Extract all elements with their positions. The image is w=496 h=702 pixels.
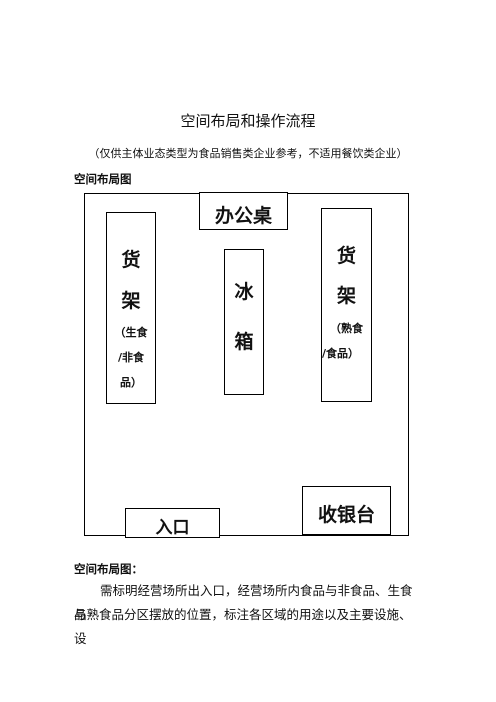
fridge-char2: 箱 [234,331,254,353]
cashier-label: 收银台 [317,504,375,526]
right-shelf-char1: 货 [336,245,356,267]
cashier-box: 收银台 [302,486,391,535]
left-shelf-char2: 架 [121,290,141,312]
right-shelf-note2: /食品） [321,347,360,360]
left-shelf-box: 货 架 （生食 /非食 品） [106,212,156,404]
entrance-label: 入口 [155,518,190,538]
right-shelf-char2: 架 [336,285,356,307]
left-shelf-note2: /非食 [117,351,145,364]
paragraph-line-1: 需标明经营场所出入口，经营场所内食品与非食品、生食品 [74,583,413,622]
left-shelf-note3: 品） [120,376,142,389]
left-shelf-char1: 货 [121,249,141,271]
left-shelf-note1: （生食 [114,326,148,339]
paragraph-line-2: 与熟食品分区摆放的位置，标注各区域的用途以及主要设施、设 [74,607,412,646]
office-desk-label: 办公桌 [214,205,272,227]
caption-heading: 空间布局图： [74,562,143,576]
office-desk-box: 办公桌 [199,192,288,230]
fridge-char1: 冰 [234,281,254,303]
page-title: 空间布局和操作流程 [180,112,316,130]
fridge-box: 冰 箱 [224,249,264,395]
entrance-box: 入口 [125,508,220,538]
right-shelf-note1: （熟食 [330,322,363,335]
section-heading: 空间布局图 [74,172,132,186]
floor-plan: 办公桌 货 架 （生食 /非食 品） 冰 箱 货 架 （熟食 /食品） 入口 收… [84,192,409,538]
right-shelf-box: 货 架 （熟食 /食品） [321,208,372,402]
page-subtitle: （仅供主体业态类型为食品销售类企业参考，不适用餐饮类企业） [88,147,408,160]
